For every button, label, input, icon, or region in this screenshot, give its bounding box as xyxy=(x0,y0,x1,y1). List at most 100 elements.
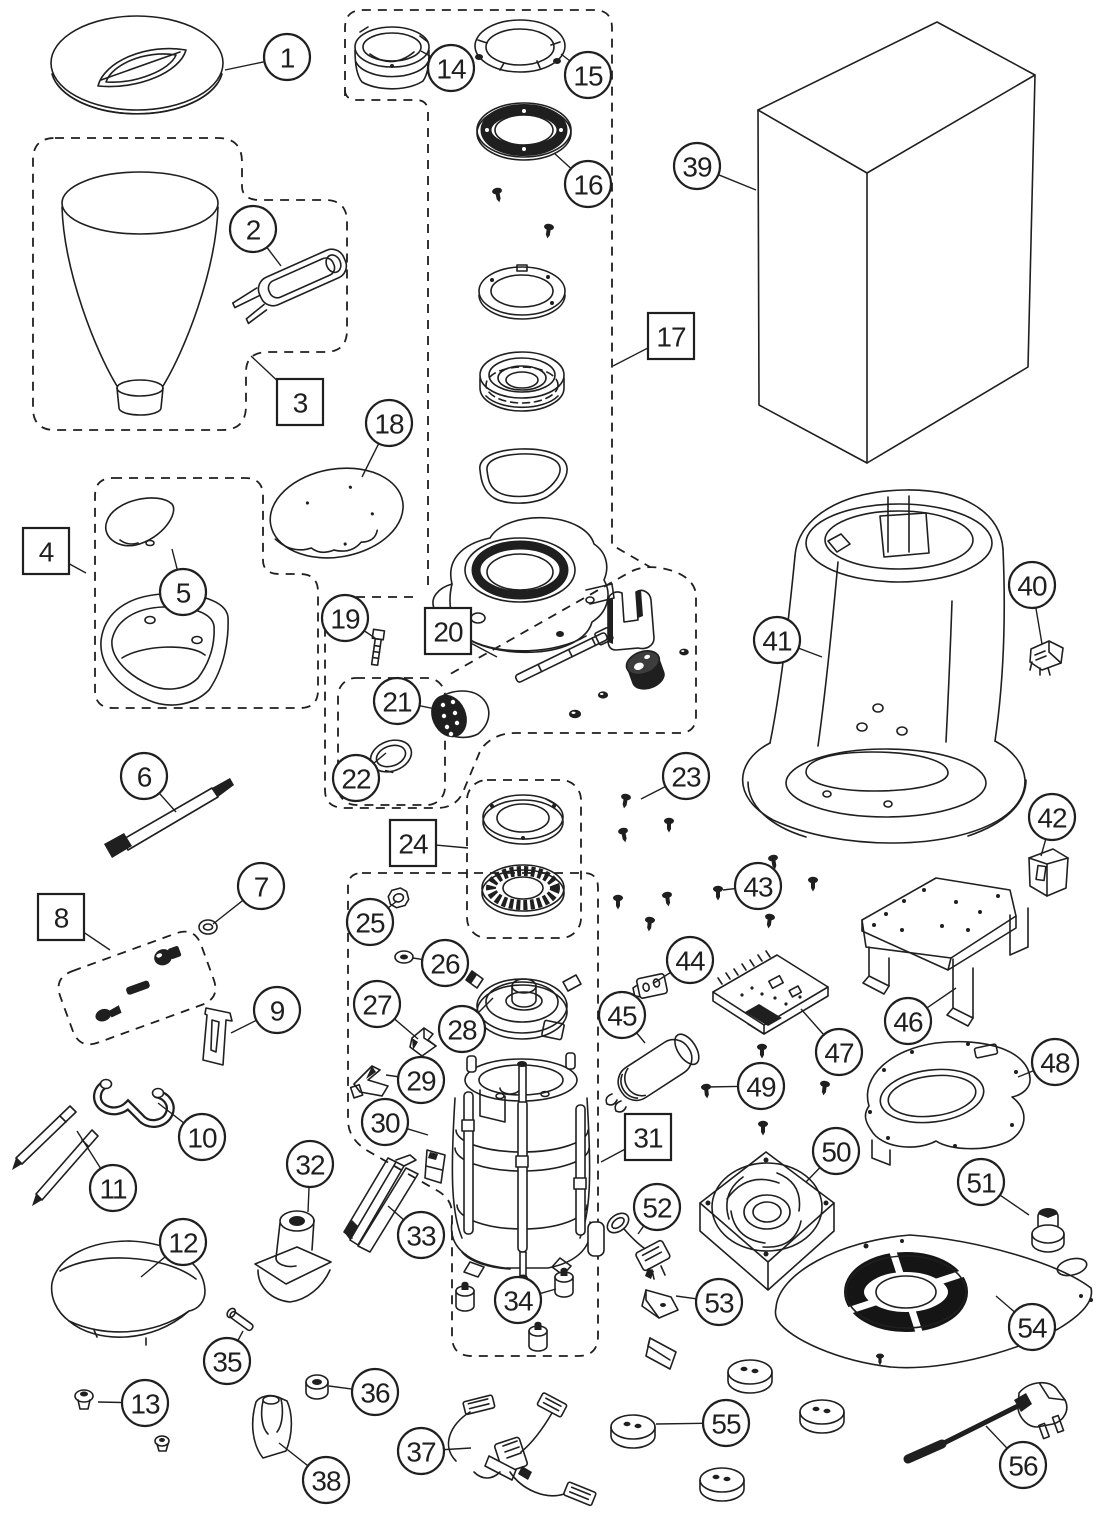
callout-number-48: 48 xyxy=(1040,1048,1070,1079)
callout-number-55: 55 xyxy=(711,1409,741,1440)
leader-line-16 xyxy=(553,152,572,170)
callout-number-52: 52 xyxy=(642,1193,672,1224)
part-8-hardware-kit xyxy=(95,946,182,1022)
callout-number-7: 7 xyxy=(254,872,269,903)
callout-52: 52 xyxy=(632,1182,682,1232)
callout-45: 45 xyxy=(597,990,647,1040)
callout-28: 28 xyxy=(437,1004,487,1054)
part-17-bearing xyxy=(479,351,565,412)
leader-line-34 xyxy=(539,1288,557,1295)
callout-54: 54 xyxy=(1007,1302,1057,1352)
callout-number-23: 23 xyxy=(671,762,701,793)
callout-number-30: 30 xyxy=(370,1108,400,1139)
callout-number-33: 33 xyxy=(406,1221,436,1252)
leader-line-9 xyxy=(230,1019,257,1034)
callout-circle-38 xyxy=(301,1455,351,1505)
callout-18: 18 xyxy=(364,398,414,448)
callout-number-11: 11 xyxy=(99,1174,126,1205)
leader-line-44 xyxy=(653,971,671,984)
callout-30: 30 xyxy=(360,1097,410,1147)
leader-line-1 xyxy=(224,61,265,71)
callout-25: 25 xyxy=(345,897,395,947)
callout-circle-43 xyxy=(733,861,783,911)
callout-number-17: 17 xyxy=(656,322,686,353)
callout-number-19: 19 xyxy=(330,604,360,635)
callout-38: 38 xyxy=(301,1455,351,1505)
part-56-power-cord xyxy=(903,1381,1068,1464)
callout-12: 12 xyxy=(158,1217,208,1267)
leader-line-19 xyxy=(363,630,376,639)
leader-line-49 xyxy=(705,1085,739,1088)
callout-26: 26 xyxy=(420,938,470,988)
callout-22: 22 xyxy=(331,753,381,803)
part-26-washer xyxy=(394,950,414,964)
callout-23: 23 xyxy=(661,751,711,801)
leader-line-30 xyxy=(406,1127,429,1136)
callout-number-4: 4 xyxy=(39,537,54,568)
leader-line-36 xyxy=(328,1385,353,1390)
callout-number-9: 9 xyxy=(270,996,285,1027)
callout-circle-23 xyxy=(661,751,711,801)
callout-number-44: 44 xyxy=(675,946,705,977)
callout-circle-45 xyxy=(597,990,647,1040)
leader-line-7 xyxy=(212,899,244,925)
part-17-thread-ring xyxy=(478,264,566,320)
leader-line-52 xyxy=(637,1225,645,1235)
callout-11: 11 xyxy=(88,1163,138,1213)
callout-circle-33 xyxy=(396,1210,446,1260)
callout-number-45: 45 xyxy=(607,1001,637,1032)
callout-number-51: 51 xyxy=(966,1168,996,1199)
callout-number-47: 47 xyxy=(824,1038,854,1069)
leader-line-12 xyxy=(140,1256,166,1278)
leader-line-33 xyxy=(387,1205,405,1221)
callout-20: 20 xyxy=(423,606,473,656)
part-43-screw-set xyxy=(613,853,818,932)
callout-circle-42 xyxy=(1027,792,1077,842)
callout-44: 44 xyxy=(665,935,715,985)
callout-square-24 xyxy=(388,818,438,868)
callout-number-40: 40 xyxy=(1017,571,1047,602)
callout-36: 36 xyxy=(350,1367,400,1417)
callout-square-20 xyxy=(423,606,473,656)
part-11-pins xyxy=(12,1105,99,1206)
callout-number-54: 54 xyxy=(1017,1313,1047,1344)
callout-number-14: 14 xyxy=(436,54,466,85)
callout-number-2: 2 xyxy=(246,215,261,246)
callout-49: 49 xyxy=(736,1061,786,1111)
part-24-burr-set xyxy=(481,794,565,917)
callout-number-13: 13 xyxy=(130,1389,160,1420)
part-6-brush xyxy=(104,778,234,858)
callout-16: 16 xyxy=(563,159,613,209)
part-48-base-bracket xyxy=(864,1040,1031,1166)
part-17-small-screws xyxy=(491,186,555,240)
part-40-connector xyxy=(1029,640,1064,676)
callout-circle-37 xyxy=(396,1426,446,1476)
part-38-spout xyxy=(251,1394,293,1459)
part-45-capacitor xyxy=(605,1033,700,1113)
part-35-pin xyxy=(226,1307,254,1332)
part-1-hopper-lid xyxy=(50,15,224,115)
callout-number-42: 42 xyxy=(1037,803,1067,834)
part-36-grommet xyxy=(305,1374,329,1400)
callout-5: 5 xyxy=(158,567,208,617)
callout-46: 46 xyxy=(883,996,933,1046)
callout-number-53: 53 xyxy=(704,1288,734,1319)
callout-square-3 xyxy=(275,377,325,427)
callout-number-27: 27 xyxy=(362,990,392,1021)
leader-line-56 xyxy=(985,1425,1008,1449)
part-50-fan xyxy=(699,1151,835,1291)
part-4-doser-tray xyxy=(100,592,229,706)
leader-line-35 xyxy=(237,1330,244,1342)
callout-number-34: 34 xyxy=(503,1286,533,1317)
part-7-oring xyxy=(198,919,218,935)
leader-line-25 xyxy=(387,900,398,909)
part-19-screw xyxy=(370,628,386,667)
leader-line-2 xyxy=(266,246,282,267)
callout-number-26: 26 xyxy=(430,949,460,980)
callout-circle-2 xyxy=(228,204,278,254)
callout-43: 43 xyxy=(733,861,783,911)
callout-circle-15 xyxy=(563,50,613,100)
part-23-screws xyxy=(617,792,674,844)
callout-2: 2 xyxy=(228,204,278,254)
